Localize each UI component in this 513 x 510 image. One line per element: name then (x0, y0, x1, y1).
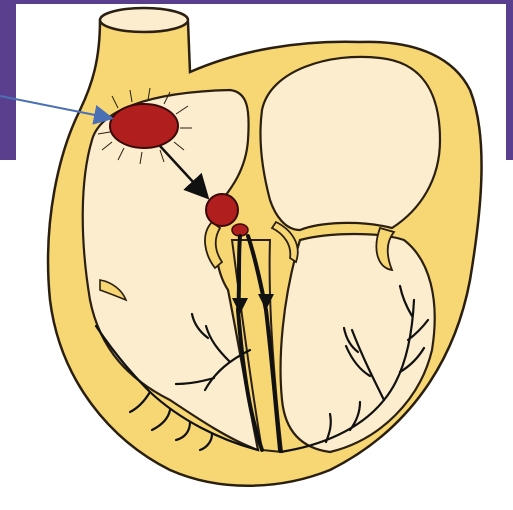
sa-node (110, 104, 178, 148)
left-atrium (260, 57, 440, 230)
av-node (206, 194, 238, 226)
aorta-opening (100, 8, 188, 32)
